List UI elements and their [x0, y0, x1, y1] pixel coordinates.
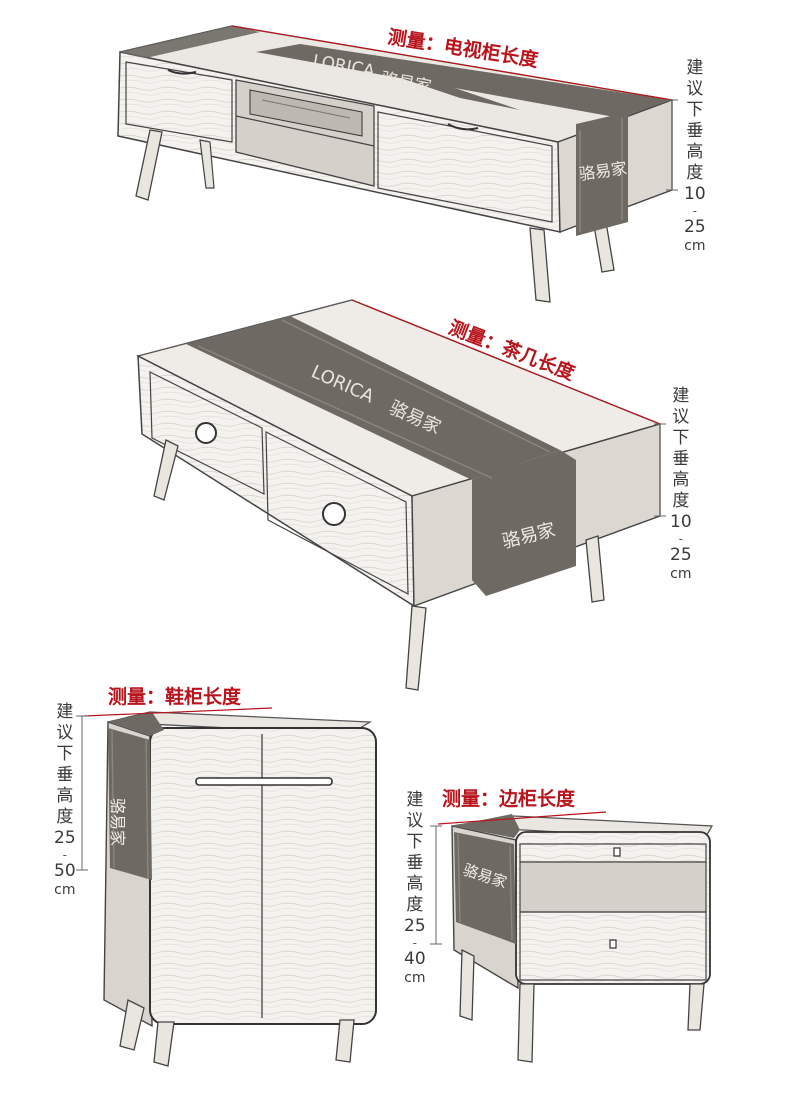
tv-cabinet-drop-note: 建 议 下 垂 高 度 10 - 25 cm	[684, 58, 706, 254]
drop-unit: cm	[54, 882, 76, 898]
drop-char: 度	[56, 807, 74, 827]
drop-char: 建	[686, 58, 704, 78]
range-dash: -	[412, 936, 417, 950]
shoe-cabinet-drawing	[76, 707, 377, 1067]
drop-char: 下	[406, 832, 424, 852]
drop-max: 25	[670, 545, 692, 565]
drop-char: 建	[672, 386, 690, 406]
drop-max: 40	[404, 949, 426, 969]
drop-char: 下	[56, 744, 74, 764]
coffee-table-drawing	[136, 299, 666, 691]
drop-char: 度	[686, 163, 704, 183]
drop-unit: cm	[670, 566, 692, 582]
brand-name-shoe: 骆易家	[108, 798, 127, 846]
drop-min: 10	[684, 184, 706, 204]
drop-char: 垂	[56, 765, 74, 785]
side-cabinet-drop-note: 建 议 下 垂 高 度 25 - 40 cm	[404, 790, 426, 986]
drop-min: 25	[404, 916, 426, 936]
range-dash: -	[692, 204, 697, 218]
side-cabinet-measure-title: 测量：边柜长度	[442, 788, 576, 810]
drop-char: 下	[672, 428, 690, 448]
drop-char: 高	[672, 470, 690, 490]
drop-unit: cm	[684, 238, 706, 254]
drop-char: 度	[672, 491, 690, 511]
drop-char: 议	[56, 723, 74, 743]
drop-char: 建	[406, 790, 424, 810]
side-cabinet-drawing	[430, 811, 714, 1063]
drop-char: 垂	[406, 853, 424, 873]
drop-min: 10	[670, 512, 692, 532]
drop-char: 建	[56, 702, 74, 722]
shoe-cabinet-measure-title: 测量：鞋柜长度	[108, 686, 242, 708]
drop-char: 议	[406, 811, 424, 831]
drop-char: 议	[686, 79, 704, 99]
drop-char: 下	[686, 100, 704, 120]
drop-unit: cm	[404, 970, 426, 986]
tv-cabinet-drawing	[117, 25, 678, 303]
drop-min: 25	[54, 828, 76, 848]
drop-char: 度	[406, 895, 424, 915]
drop-char: 高	[686, 142, 704, 162]
drop-char: 垂	[672, 449, 690, 469]
drop-char: 议	[672, 407, 690, 427]
drop-char: 高	[406, 874, 424, 894]
drop-char: 高	[56, 786, 74, 806]
range-dash: -	[678, 532, 683, 546]
drop-char: 垂	[686, 121, 704, 141]
shoe-cabinet-drop-note: 建 议 下 垂 高 度 25 - 50 cm	[54, 702, 76, 898]
range-dash: -	[62, 848, 67, 862]
drop-max: 50	[54, 861, 76, 881]
coffee-table-drop-note: 建 议 下 垂 高 度 10 - 25 cm	[670, 386, 692, 582]
drop-max: 25	[684, 217, 706, 237]
